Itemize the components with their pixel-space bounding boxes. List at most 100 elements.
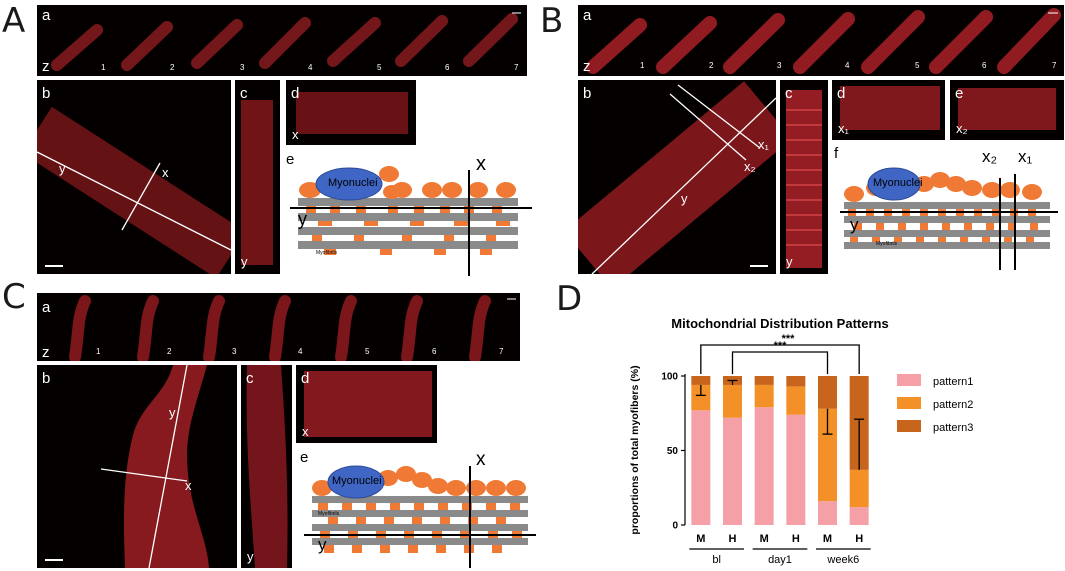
bar-pattern2-3 <box>786 386 806 415</box>
panel-a-d-x-label: x <box>292 127 299 142</box>
panel-c-z-label: z <box>42 344 50 361</box>
panel-a-row-letter: a <box>42 7 51 24</box>
group-label-2: week6 <box>826 554 859 566</box>
panel-b-f-schematic <box>840 167 1058 270</box>
y-tick-label-1: 50 <box>667 446 679 457</box>
legend-swatch-pattern1 <box>897 374 921 386</box>
panel-b-frame-2: 2 <box>709 61 714 70</box>
panel-b-c-y-label: y <box>786 254 793 269</box>
panel-a-c-fiber <box>241 100 273 265</box>
panel-a-e-myonuclei: Myonuclei <box>328 177 378 189</box>
bar-pattern1-2 <box>754 407 774 525</box>
panel-c-frame-7: 7 <box>499 347 504 356</box>
bar-pattern2-4 <box>818 408 837 502</box>
panel-c-z-stack-fibers <box>69 295 516 361</box>
x-tick-label-0: M <box>696 533 705 545</box>
panel-a-b-image: b y x <box>37 80 231 274</box>
panel-b-f-diagram: f Myonuclei Myofibrils x₂ x₁ y <box>832 144 1062 272</box>
panel-b-b-x1-label: x₁ <box>758 137 769 152</box>
panel-a-frame-7: 7 <box>514 63 519 72</box>
bar-pattern2-1 <box>723 384 742 418</box>
bar-pattern3-4 <box>818 376 837 409</box>
panel-c-row-letter: a <box>42 299 51 316</box>
panel-a-z-label: z <box>42 58 50 75</box>
legend-label-pattern3: pattern3 <box>933 422 973 434</box>
legend-label-pattern2: pattern2 <box>933 399 973 411</box>
mito-distribution-chart: Mitochondrial Distribution Patternspropo… <box>629 316 973 566</box>
panel-c-frame-3: 3 <box>232 347 237 356</box>
panel-b-b-x2-label: x₂ <box>744 159 756 174</box>
panel-b-z-stack: a z 1 2 3 4 5 6 7 <box>578 5 1064 76</box>
panel-c-b-x-label: x <box>185 478 192 493</box>
panel-a-b-fiber <box>37 106 231 274</box>
panel-c-z-stack: a z 1 2 3 4 5 6 7 <box>37 293 520 361</box>
legend-swatch-pattern3 <box>897 420 921 432</box>
significance-bracket-0 <box>731 351 829 374</box>
panel-c-e-diagram: e Myonuclei Myofibrils x y <box>298 448 540 570</box>
bar-pattern3-0 <box>691 376 711 385</box>
panel-c-d-letter: d <box>301 370 310 387</box>
panel-b-b-y-label: y <box>681 191 688 206</box>
x-tick-label-5: H <box>855 533 863 545</box>
bar-pattern3-3 <box>786 376 806 387</box>
bar-pattern1-1 <box>723 417 742 525</box>
panel-c-frame-4: 4 <box>298 347 303 356</box>
panel-c-c-letter: c <box>246 370 254 387</box>
panel-b-f-myonuclei: Myonuclei <box>873 177 923 189</box>
panel-a-z-stack-fibers <box>51 12 521 71</box>
panel-a-d-image: d x <box>286 80 416 145</box>
panel-c-c-y-label: y <box>247 549 254 564</box>
x-tick-label-4: M <box>823 533 832 545</box>
panel-b-row-letter: a <box>583 7 592 24</box>
panel-letter-c: C <box>2 277 26 317</box>
y-tick-label-0: 0 <box>672 521 678 532</box>
panel-b-e-fiber <box>958 88 1056 130</box>
panel-a-c-y-label: y <box>241 254 248 269</box>
panel-a-z-stack: a z 1 2 3 4 5 6 7 <box>37 5 527 76</box>
panel-b-b-fiber <box>578 81 776 274</box>
panel-b-frame-4: 4 <box>845 61 850 70</box>
x-tick-label-1: H <box>729 533 737 545</box>
bar-pattern1-4 <box>818 501 837 525</box>
panel-a-d-fiber <box>296 92 408 134</box>
panel-c-c-fiber <box>246 365 288 568</box>
bar-pattern2-5 <box>849 469 869 508</box>
bar-pattern1-5 <box>849 507 869 525</box>
panel-b-f-y-label: y <box>850 215 859 234</box>
significance-label-0: *** <box>774 340 788 352</box>
panel-c-b-image: b y x <box>37 365 237 568</box>
panel-b-c-fiber <box>786 90 822 268</box>
panel-a-frame-6: 6 <box>445 63 450 72</box>
panel-c-e-y-label: y <box>318 535 327 554</box>
bar-pattern2-0 <box>691 384 711 411</box>
y-tick-label-2: 100 <box>661 372 678 383</box>
panel-a-b-x-label: x <box>162 165 169 180</box>
panel-a-e-y-label: y <box>298 209 307 229</box>
panel-b-d-letter: d <box>837 85 846 102</box>
panel-c-frame-6: 6 <box>432 347 437 356</box>
panel-a-c-image: c y <box>235 80 280 274</box>
panel-b-frame-6: 6 <box>982 61 987 70</box>
panel-b-frame-3: 3 <box>777 61 782 70</box>
legend-label-pattern1: pattern1 <box>933 376 973 388</box>
chart-title: Mitochondrial Distribution Patterns <box>671 316 888 331</box>
panel-b-d-fiber <box>840 86 940 130</box>
panel-b-z-stack-fibers <box>586 8 1061 74</box>
panel-a-e-myofibrils: Myofibrils <box>316 250 338 256</box>
group-label-1: day1 <box>768 554 792 566</box>
significance-label-1: *** <box>782 333 796 345</box>
panel-a-frame-5: 5 <box>377 63 382 72</box>
legend-swatch-pattern2 <box>897 397 921 409</box>
panel-a-b-y-label: y <box>59 161 66 176</box>
panel-a-frame-1: 1 <box>101 63 106 72</box>
panel-b-c-image: c y <box>780 80 828 274</box>
panel-a-frame-4: 4 <box>308 63 313 72</box>
panel-b-z-label: z <box>583 58 591 75</box>
panel-c-e-schematic <box>304 465 536 568</box>
panel-a-e-letter: e <box>286 151 295 168</box>
panel-c-b-y-label: y <box>169 405 176 420</box>
panel-b-frame-7: 7 <box>1052 61 1057 70</box>
panel-a-frame-2: 2 <box>170 63 175 72</box>
panel-c-frame-5: 5 <box>365 347 370 356</box>
panel-c-d-image: d x <box>296 365 437 443</box>
